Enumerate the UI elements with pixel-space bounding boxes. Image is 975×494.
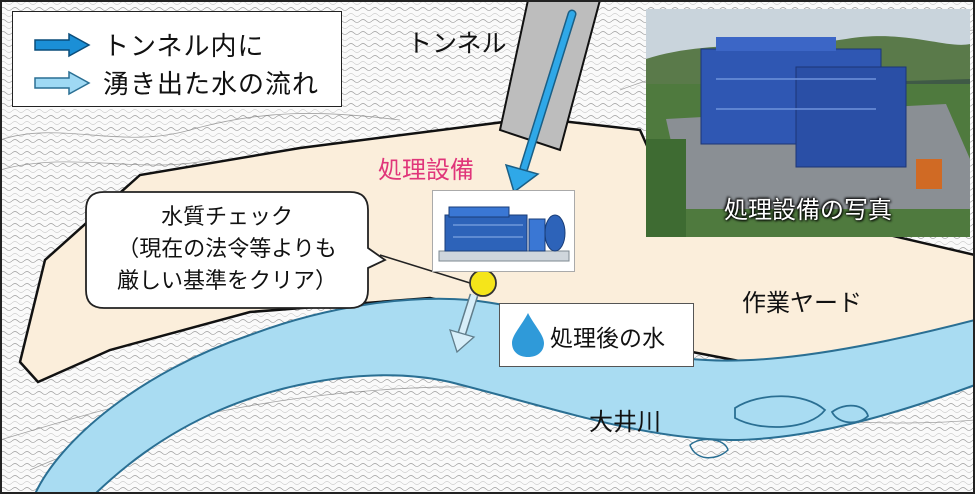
water-drop-icon: [512, 313, 544, 357]
legend: トンネル内に 湧き出た水の流れ: [12, 11, 342, 107]
callout-line-3: 厳しい基準をクリア）: [116, 269, 337, 294]
river-island: [734, 395, 827, 428]
treatment-equipment-image: [432, 190, 575, 272]
discharge-arrow: [449, 293, 479, 354]
legend-line-2: 湧き出た水の流れ: [103, 70, 320, 100]
water-check-callout: 水質チェック （現在の法令等よりも 厳しい基準をクリア）: [82, 188, 388, 312]
photo-caption: 処理設備の写真: [724, 196, 892, 224]
facility-label: 処理設備: [378, 156, 474, 184]
callout-line-2: （現在の法令等よりも: [117, 237, 337, 262]
dark-arrow-icon: [34, 32, 91, 57]
callout-bubble: [85, 191, 387, 309]
legend-row-2: 湧き出た水の流れ: [33, 64, 319, 101]
legend-row-1: トンネル内に: [33, 26, 264, 63]
treatment-equipment-icon: [438, 206, 570, 262]
callout-line-1: 水質チェック: [160, 205, 293, 230]
treated-water-label: 処理後の水: [550, 326, 665, 352]
callout-text: 水質チェック （現在の法令等よりも 厳しい基準をクリア）: [82, 202, 372, 298]
facility-photo: 処理設備の写真: [646, 9, 970, 237]
facility-photo-image: [646, 9, 970, 237]
light-arrow-icon: [34, 70, 91, 95]
river-island: [689, 438, 729, 459]
river-island: [830, 404, 869, 424]
river-label: 大井川: [589, 408, 661, 436]
callout-pointer: [379, 254, 471, 284]
treated-water-box: 処理後の水: [499, 303, 694, 367]
water-check-point: [469, 269, 497, 297]
water-flow-arrow: [504, 9, 577, 194]
tunnel-label: トンネル: [407, 29, 507, 58]
work-yard-label: 作業ヤード: [742, 289, 862, 317]
legend-line-1: トンネル内に: [103, 32, 265, 62]
